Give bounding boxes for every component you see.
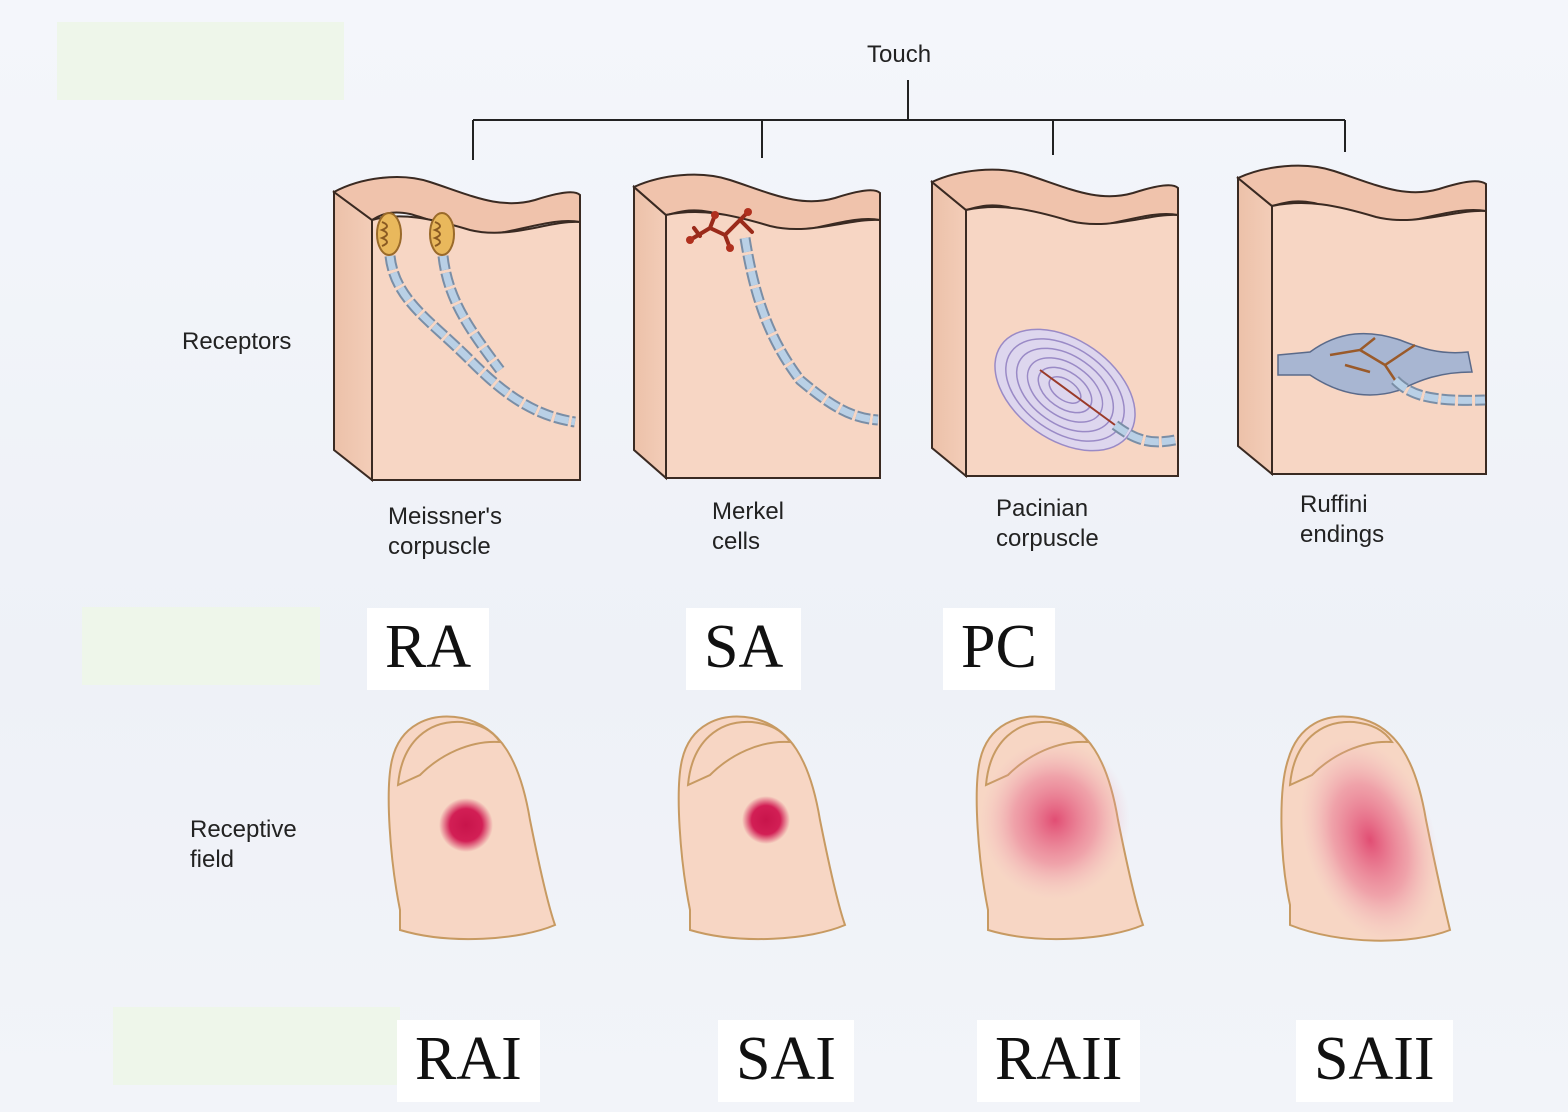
- receptor-name-line1: Meissner's: [388, 502, 502, 532]
- tree-connector: [473, 80, 1345, 160]
- adaptation-code-pc: PC: [943, 608, 1055, 690]
- receptor-name-line1: Pacinian: [996, 494, 1099, 524]
- adaptation-code-sa: SA: [686, 608, 801, 690]
- afferent-code-saii: SAII: [1296, 1020, 1453, 1102]
- tree-root-label: Touch: [867, 40, 931, 70]
- afferent-code-rai: RAI: [397, 1020, 540, 1102]
- receptor-name-line2: corpuscle: [996, 524, 1099, 554]
- afferent-code-raii: RAII: [977, 1020, 1140, 1102]
- skin-block-meissner: [334, 177, 580, 480]
- afferent-code-sai: SAI: [718, 1020, 854, 1102]
- fingertip-rai: [389, 717, 555, 939]
- adaptation-code-ra: RA: [367, 608, 489, 690]
- skin-block-ruffini: [1238, 166, 1486, 474]
- row-label-receptors: Receptors: [182, 327, 291, 357]
- receptor-name-line1: Ruffini: [1300, 490, 1384, 520]
- receptor-name-pacinian: Pacinian corpuscle: [996, 494, 1099, 554]
- fingertip-sai: [679, 717, 845, 939]
- skin-block-merkel: [634, 175, 880, 478]
- row-label-receptive-field: Receptive field: [190, 815, 330, 875]
- receptor-name-ruffini: Ruffini endings: [1300, 490, 1384, 550]
- receptor-name-line2: corpuscle: [388, 532, 502, 562]
- fingertip-raii: [977, 717, 1143, 939]
- fingertip-saii: [1276, 717, 1465, 960]
- receptor-name-line1: Merkel: [712, 497, 784, 527]
- receptor-name-meissner: Meissner's corpuscle: [388, 502, 502, 562]
- receptor-name-merkel: Merkel cells: [712, 497, 784, 557]
- receptor-name-line2: cells: [712, 527, 784, 557]
- receptor-name-line2: endings: [1300, 520, 1384, 550]
